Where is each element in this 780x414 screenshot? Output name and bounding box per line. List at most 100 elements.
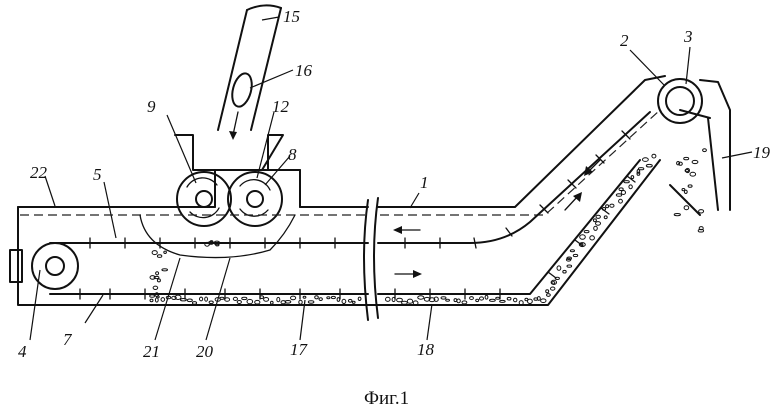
particle — [563, 270, 566, 273]
particle — [590, 236, 595, 240]
particle — [180, 299, 186, 301]
particle — [476, 299, 479, 301]
particle — [594, 226, 598, 230]
particle — [242, 297, 247, 299]
particle — [157, 296, 160, 298]
particle — [150, 299, 153, 302]
particle — [496, 297, 500, 299]
label-4: 4 — [18, 342, 27, 361]
particle — [624, 181, 629, 183]
particle — [688, 185, 692, 187]
particle — [699, 227, 703, 230]
particle — [457, 299, 460, 303]
particle — [537, 297, 540, 301]
particle — [593, 219, 596, 222]
figure-caption: Фиг.1 — [364, 388, 409, 409]
particle — [621, 191, 625, 195]
particle — [652, 154, 656, 158]
label-18: 18 — [417, 340, 435, 359]
particle — [200, 297, 203, 301]
crusher-roll-9 — [177, 172, 231, 226]
particle — [152, 251, 157, 255]
particle — [418, 296, 424, 299]
particle — [153, 286, 158, 289]
particle — [291, 296, 296, 300]
particle — [342, 299, 346, 303]
crusher-roll-12 — [228, 172, 282, 226]
particle — [271, 301, 274, 304]
reference-labels: 1 2 3 4 5 7 8 9 12 15 16 17 18 19 20 21 … — [18, 7, 771, 361]
particle — [573, 254, 577, 256]
particle — [446, 299, 450, 301]
particle — [162, 269, 168, 271]
leader-lines — [30, 17, 752, 340]
particle — [699, 210, 704, 213]
label-1: 1 — [420, 173, 429, 192]
particle — [205, 297, 208, 301]
particle — [646, 164, 652, 167]
label-16: 16 — [295, 61, 313, 80]
particle — [255, 300, 260, 304]
particle — [547, 294, 551, 297]
label-19: 19 — [753, 143, 771, 162]
label-9: 9 — [147, 97, 156, 116]
particle — [407, 299, 412, 303]
particle — [157, 279, 160, 282]
label-5: 5 — [93, 165, 102, 184]
label-3: 3 — [683, 27, 693, 46]
particle — [247, 299, 253, 303]
particle — [682, 189, 685, 191]
label-17: 17 — [290, 340, 309, 359]
particle — [337, 298, 340, 302]
particle — [604, 216, 607, 219]
particle — [150, 295, 155, 298]
label-7: 7 — [63, 330, 73, 349]
particle — [485, 295, 488, 299]
particle — [528, 299, 533, 303]
particle — [546, 290, 549, 293]
particle — [692, 160, 698, 163]
particle — [619, 199, 623, 203]
particle — [386, 297, 391, 301]
particle — [441, 297, 446, 299]
particle — [684, 157, 689, 159]
particle — [327, 297, 330, 299]
particle — [402, 301, 408, 304]
particle — [638, 168, 643, 170]
particle — [631, 176, 634, 179]
particle — [157, 255, 161, 258]
particle — [570, 250, 574, 252]
particle — [480, 297, 484, 300]
particle — [596, 215, 600, 218]
particle — [164, 251, 167, 253]
particle — [462, 301, 467, 304]
particle — [397, 298, 403, 302]
particle — [552, 282, 555, 284]
particle — [629, 185, 632, 189]
particle — [358, 297, 361, 300]
label-8: 8 — [288, 145, 297, 164]
particle — [161, 298, 165, 302]
particle — [490, 299, 496, 301]
particle — [233, 297, 237, 300]
particle — [602, 208, 605, 211]
particle — [156, 272, 159, 275]
particle — [315, 296, 319, 299]
label-12: 12 — [272, 97, 290, 116]
label-15: 15 — [283, 7, 300, 26]
label-21: 21 — [143, 342, 160, 361]
particle — [331, 296, 335, 298]
particle — [690, 172, 696, 176]
discharge-chute — [670, 118, 718, 215]
particle — [192, 302, 196, 305]
particle — [299, 300, 302, 304]
particle — [500, 300, 506, 302]
particle — [557, 266, 561, 270]
particle — [187, 299, 192, 302]
particle — [684, 206, 689, 210]
particle — [264, 298, 269, 302]
particle — [237, 301, 241, 304]
particle — [277, 297, 280, 301]
label-22: 22 — [30, 163, 48, 182]
